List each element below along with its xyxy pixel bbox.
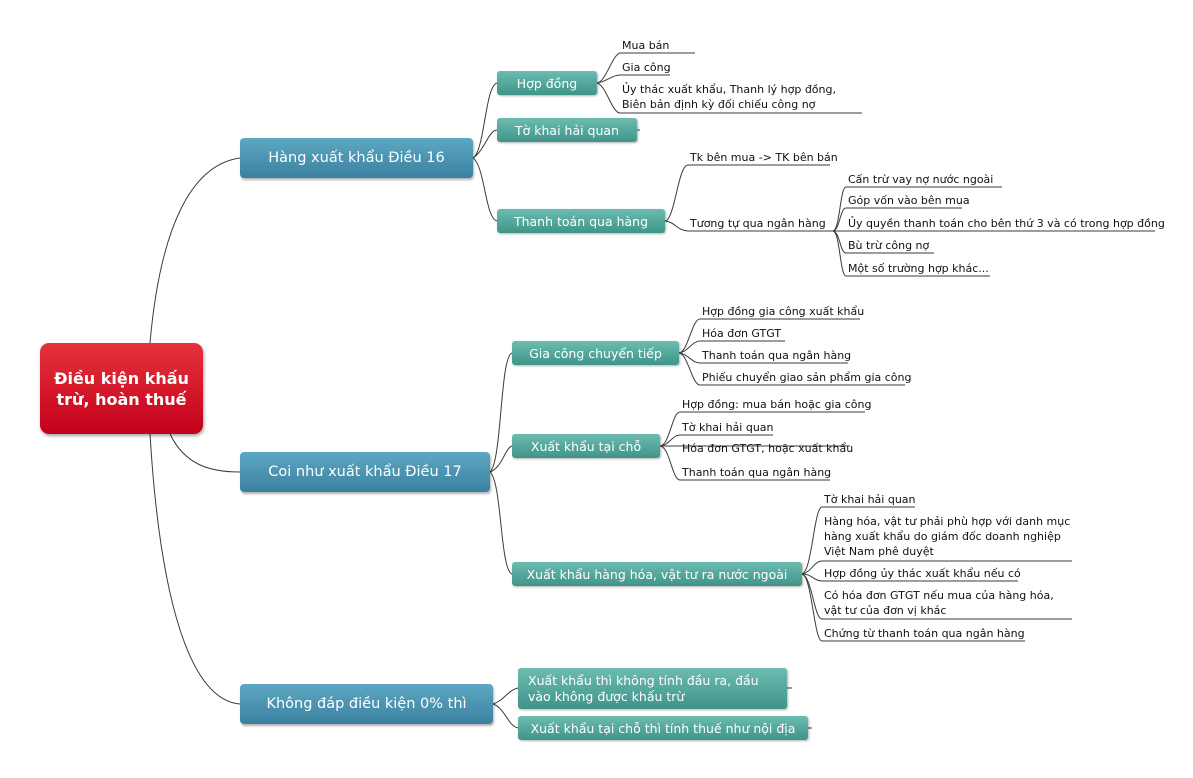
subtopic-hop-dong[interactable]: Hợp đồng [497, 71, 597, 95]
subtopic-label: Thanh toán qua hàng [513, 213, 649, 229]
leaf-hop-dong-uy-thac[interactable]: Hợp đồng ủy thác xuất khẩu nếu có [824, 567, 1021, 580]
topic-label: Coi như xuất khẩu Điều 17 [268, 464, 462, 480]
subtopic-label: Gia công chuyển tiếp [529, 345, 662, 361]
subtopic-label: Xuất khẩu thì không tính đầu ra, đầu vào… [528, 672, 759, 704]
topic-label: Hàng xuất khẩu Điều 16 [268, 150, 445, 166]
subtopic-label: Hợp đồng [516, 75, 578, 91]
topic-label: Không đáp điều kiện 0% thì [266, 696, 467, 712]
leaf-hoa-don-gtgt[interactable]: Hóa đơn GTGT [702, 327, 782, 340]
root-topic-label: Điều kiện khấu trừ, hoàn thuế [54, 368, 189, 409]
subtopic-label: Tờ khai hải quan [515, 122, 619, 138]
topic-khong-dap-dieu-kien[interactable]: Không đáp điều kiện 0% thì [240, 684, 493, 724]
leaf-gop-von[interactable]: Góp vốn vào bên mua [848, 194, 970, 207]
link-root-b3 [149, 433, 241, 705]
subtopic-xuat-khau-tai-cho[interactable]: Xuất khẩu tại chỗ [512, 434, 660, 458]
leaf-gia-cong[interactable]: Gia công [622, 61, 671, 74]
subtopic-gia-cong-chuyen-tiep[interactable]: Gia công chuyển tiếp [512, 341, 679, 365]
leaf-phieu-chuyen-giao[interactable]: Phiếu chuyển giao sản phẩm gia công [702, 371, 912, 384]
leaf-to-khai-hai-quan[interactable]: Tờ khai hải quan [682, 421, 774, 434]
leaf-bu-tru-cong-no[interactable]: Bù trừ công nợ [848, 239, 930, 252]
topic-hang-xuat-khau-dieu-16[interactable]: Hàng xuất khẩu Điều 16 [240, 138, 473, 178]
leaf-co-hoa-don-gtgt[interactable]: Có hóa đơn GTGT nếu mua của hàng hóa, vậ… [824, 589, 1054, 617]
leaf-tuong-tu-qua-ngan-hang[interactable]: Tương tự qua ngân hàng [690, 217, 826, 230]
leaf-hop-dong-mua-ban[interactable]: Hợp đồng: mua bán hoặc gia công [682, 398, 872, 411]
subtopic-label: Xuất khẩu tại chỗ thì tính thuế như nội … [530, 720, 796, 736]
leaf-to-khai-hai-quan-2[interactable]: Tờ khai hải quan [824, 493, 916, 506]
subtopic-label: Xuất khẩu tại chỗ [530, 438, 642, 454]
leaf-hop-dong-gia-cong-xk[interactable]: Hợp đồng gia công xuất khẩu [702, 305, 865, 318]
leaf-tk-ben-mua[interactable]: Tk bên mua -> TK bên bán [690, 151, 838, 164]
leaf-hang-hoa-vat-tu-phu-hop[interactable]: Hàng hóa, vật tư phải phù hợp với danh m… [824, 515, 1071, 558]
subtopic-xuat-khau-tai-cho-tinh-thue[interactable]: Xuất khẩu tại chỗ thì tính thuế như nội … [518, 716, 808, 740]
leaf-uy-quyen-thanh-toan[interactable]: Ủy quyền thanh toán cho bên thứ 3 và có … [848, 217, 1165, 230]
leaf-thanh-toan-qua-ngan-hang[interactable]: Thanh toán qua ngân hàng [702, 349, 852, 362]
subtopic-thanh-toan-qua-hang[interactable]: Thanh toán qua hàng [497, 209, 665, 233]
leaf-mua-ban[interactable]: Mua bán [622, 39, 670, 52]
subtopic-label: Xuất khẩu hàng hóa, vật tư ra nước ngoài [526, 566, 788, 582]
leaf-uy-thac-xuat-khau[interactable]: Ủy thác xuất khẩu, Thanh lý hợp đồng, Bi… [622, 83, 836, 111]
root-topic[interactable]: Điều kiện khấu trừ, hoàn thuế [40, 343, 203, 434]
link-root-b1 [149, 157, 241, 344]
leaf-can-tru-vay-no[interactable]: Cấn trừ vay nợ nước ngoài [848, 173, 994, 186]
topic-coi-nhu-xuat-khau-dieu-17[interactable]: Coi như xuất khẩu Điều 17 [240, 452, 490, 492]
leaf-chung-tu-thanh-toan[interactable]: Chứng từ thanh toán qua ngân hàng [824, 627, 1025, 640]
leaf-hoa-don-gtgt-xk[interactable]: Hóa đơn GTGT, hoặc xuất khẩu [682, 442, 854, 455]
subtopic-to-khai-hai-quan[interactable]: Tờ khai hải quan [497, 118, 637, 142]
subtopic-xuat-khau-khong-tinh-dau-ra[interactable]: Xuất khẩu thì không tính đầu ra, đầu vào… [518, 668, 787, 709]
leaf-thanh-toan-ngan-hang[interactable]: Thanh toán qua ngân hàng [682, 466, 832, 479]
subtopic-xuat-khau-hang-hoa-vat-tu[interactable]: Xuất khẩu hàng hóa, vật tư ra nước ngoài [512, 562, 802, 586]
leaf-mot-so-truong-hop-khac[interactable]: Một số trường hợp khác... [848, 262, 989, 275]
link-root-b2 [169, 433, 241, 473]
